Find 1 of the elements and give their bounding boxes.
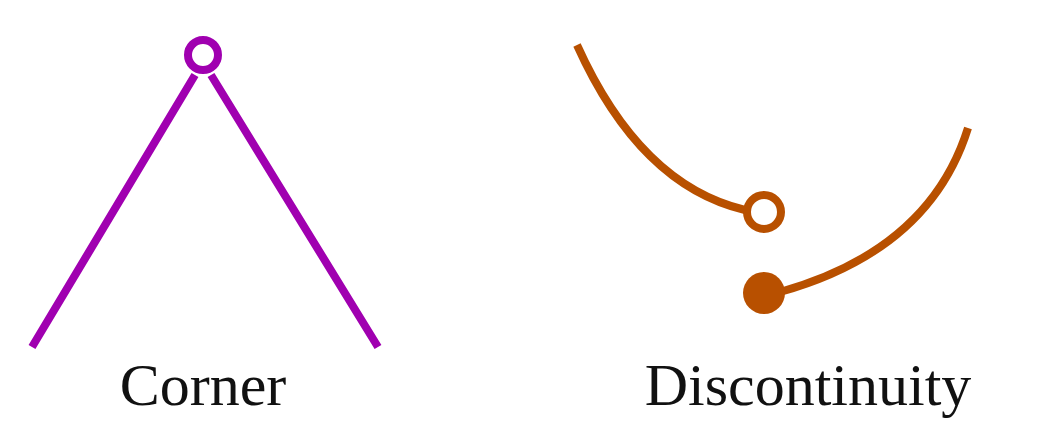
caption-label: Corner bbox=[119, 355, 287, 415]
